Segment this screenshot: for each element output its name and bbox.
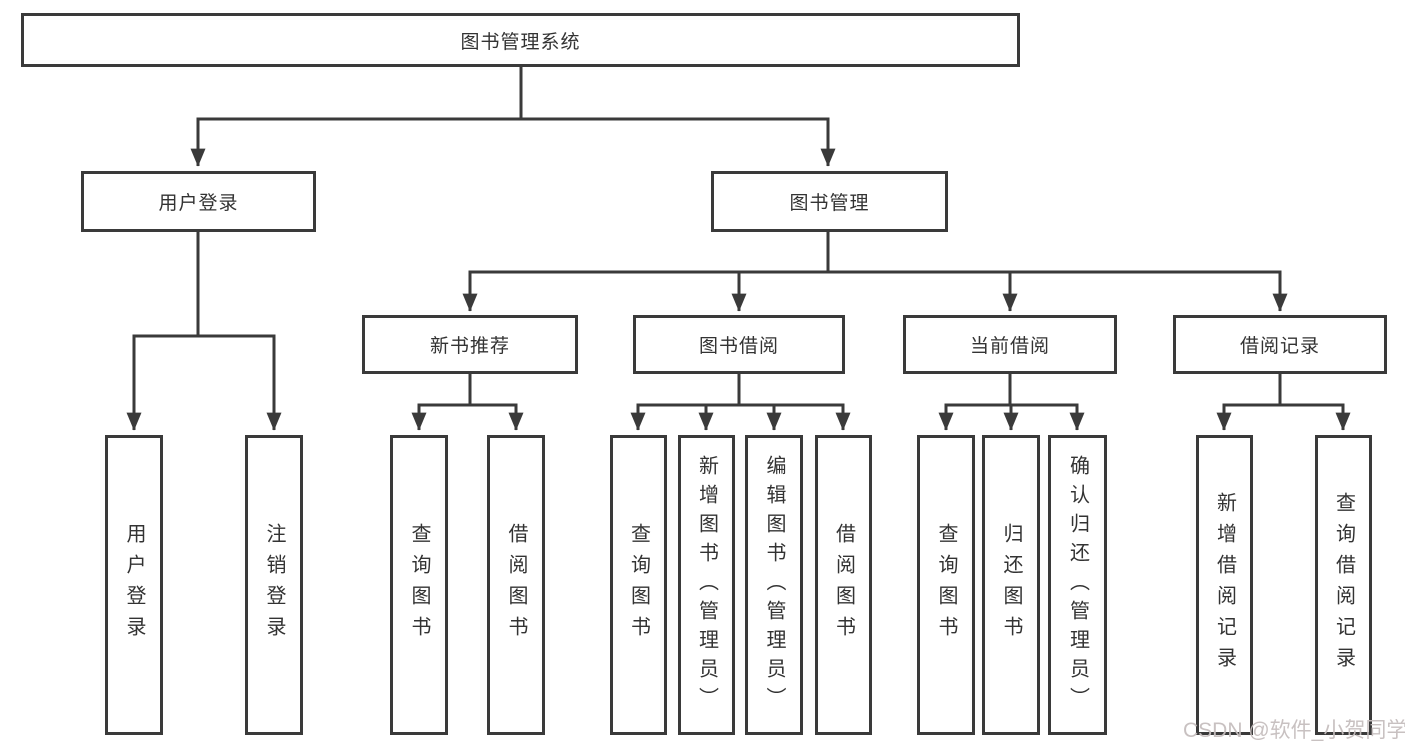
node-new-book-recommend: 新书推荐 xyxy=(362,315,578,374)
leaf-logout: 注销登录 xyxy=(245,435,303,735)
leaf-user-login: 用户登录 xyxy=(105,435,163,735)
leaf-query-books-2: 查询图书 xyxy=(610,435,667,735)
leaf-add-borrow-record: 新增借阅记录 xyxy=(1196,435,1253,735)
node-book-management-module: 图书管理 xyxy=(711,171,948,232)
node-root-library-system: 图书管理系统 xyxy=(21,13,1020,67)
leaf-edit-book-admin: 编辑图书（管理员） xyxy=(745,435,803,735)
node-borrow-records: 借阅记录 xyxy=(1173,315,1387,374)
leaf-query-borrow-record: 查询借阅记录 xyxy=(1315,435,1372,735)
leaf-borrow-books-1: 借阅图书 xyxy=(487,435,545,735)
connector-arrows xyxy=(126,119,1351,431)
node-user-login-module: 用户登录 xyxy=(81,171,316,232)
leaf-query-books-1: 查询图书 xyxy=(390,435,448,735)
node-book-borrowing: 图书借阅 xyxy=(633,315,845,374)
leaf-return-book: 归还图书 xyxy=(982,435,1040,735)
leaf-add-book-admin: 新增图书（管理员） xyxy=(678,435,735,735)
node-current-borrowing: 当前借阅 xyxy=(903,315,1117,374)
leaf-confirm-return-admin: 确认归还（管理员） xyxy=(1048,435,1107,735)
csdn-watermark: CSDN @软件_小贺同学 xyxy=(1183,719,1405,742)
leaf-query-books-3: 查询图书 xyxy=(917,435,975,735)
leaf-borrow-books-2: 借阅图书 xyxy=(815,435,872,735)
